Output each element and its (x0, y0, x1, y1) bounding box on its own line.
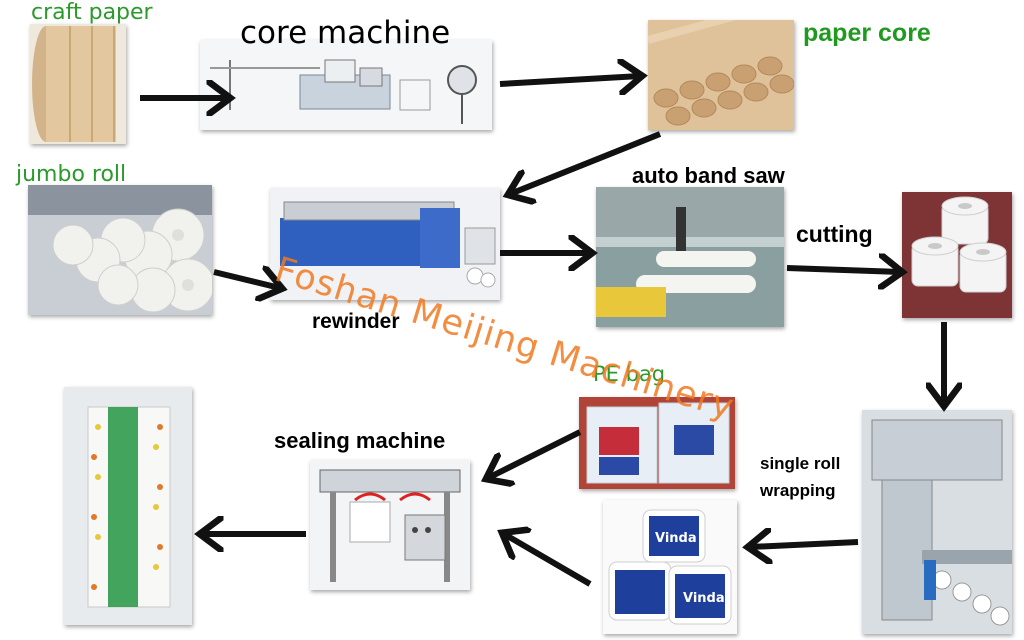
auto-band-saw-photo (596, 187, 784, 327)
label-rewinder: rewinder (312, 310, 400, 333)
cutting-photo (902, 192, 1012, 318)
craft-paper-photo (30, 24, 126, 144)
label-single-roll: single roll (760, 454, 841, 473)
jumbo-roll-photo (28, 185, 212, 315)
label-jumbo-roll: jumbo roll (16, 162, 127, 187)
label-paper-core: paper core (803, 19, 931, 47)
arrow-icon (488, 429, 582, 478)
single-roll-wrapping-photo (862, 410, 1012, 634)
paper-core-photo (648, 20, 794, 130)
arrow-icon (213, 272, 280, 288)
arrow-icon (499, 76, 640, 84)
label-wrapping: wrapping (760, 481, 836, 500)
label-cutting: cutting (796, 221, 873, 247)
label-auto-band-saw: auto band saw (632, 163, 785, 188)
pe-bag-photo (579, 397, 735, 489)
core-machine-photo (200, 40, 492, 130)
label-pe-bag: PE bag (593, 362, 666, 386)
arrow-icon (510, 131, 662, 194)
label-craft-paper: craft paper (31, 0, 153, 25)
arrow-icon (750, 542, 859, 547)
vinda-brand-text: Vinda (655, 531, 697, 546)
label-sealing-machine: sealing machine (274, 428, 446, 453)
label-core-machine: core machine (240, 15, 451, 51)
packed-product-photo (64, 387, 192, 625)
rewinder-photo (270, 188, 500, 300)
sealing-machine-photo (310, 460, 470, 590)
arrow-icon (786, 268, 900, 272)
vinda-rolls-photo: Vinda Vinda (603, 500, 737, 634)
vinda-brand-text: Vinda (683, 591, 725, 606)
arrow-icon (504, 534, 592, 587)
